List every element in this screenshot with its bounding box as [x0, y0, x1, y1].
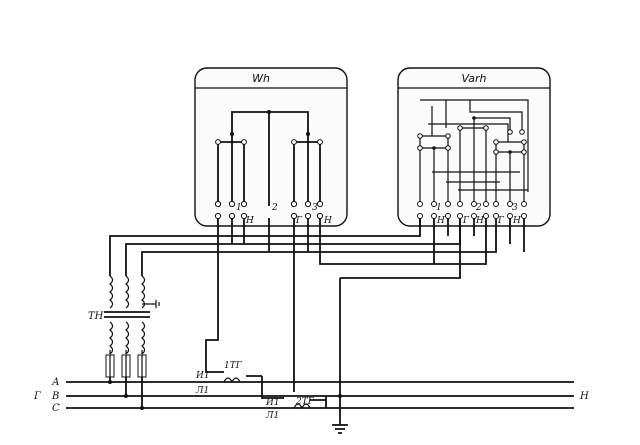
- varh-label-2: 2: [475, 203, 482, 213]
- busbars: А Г В С Н: [33, 377, 589, 414]
- voltage-jumpers-varh: [447, 218, 525, 252]
- varh-coil-2: [459, 117, 511, 206]
- wh-label-n2: Н: [323, 216, 332, 226]
- current-circuit-wires: [205, 218, 461, 425]
- ct2-name: 2ТГ: [295, 397, 315, 407]
- varh-label-g1: Г: [462, 216, 470, 226]
- ct1-primary: Л1: [195, 386, 209, 396]
- ground-lines: [332, 424, 348, 434]
- meter-varh: Varh 1 Н 2 Г Н: [397, 67, 551, 227]
- voltage-wire-n: [319, 218, 487, 265]
- wh-terminals: [214, 110, 324, 220]
- wh-label-g: Г: [295, 216, 303, 226]
- ground-symbol: [332, 424, 348, 434]
- varh-label-n3: Н: [512, 216, 521, 226]
- ct1-secondary: И1: [195, 371, 210, 381]
- varh-label-g2: Г: [497, 216, 505, 226]
- ct1-name: 1ТГ: [224, 361, 243, 371]
- varh-terminals: [417, 116, 527, 219]
- tn-winding-b-bottom: [125, 321, 130, 355]
- meter-wh-title: Wh: [252, 72, 270, 85]
- bus-label-g: Г: [33, 391, 41, 402]
- tn-winding-c-top: [141, 275, 146, 309]
- tn-label: ТН: [88, 311, 104, 322]
- varh-label-1: 1: [436, 203, 442, 213]
- voltage-wire-c: [141, 218, 497, 276]
- ct2-leads: [310, 396, 327, 408]
- tn-winding-a-bottom: [109, 321, 114, 355]
- meter-varh-title: Varh: [461, 72, 486, 85]
- varh-cross-links: [428, 123, 528, 191]
- bus-label-b: В: [51, 391, 59, 402]
- ct1-return: [246, 375, 284, 399]
- tn-ground: [142, 300, 160, 308]
- ct2-coil: [293, 403, 311, 410]
- ct1-coil: [223, 377, 241, 384]
- wh-coil-2-link: [231, 111, 270, 206]
- tn-winding-a-top: [109, 275, 114, 309]
- wh-coil-3: [269, 111, 321, 206]
- return-wire: [339, 218, 461, 425]
- ct2-bus-tap: [338, 394, 342, 398]
- fuse-leads-top: [109, 350, 143, 354]
- ct1-wire-out: [205, 218, 224, 373]
- current-transformer-2: 2ТГ И1 Л1: [265, 394, 342, 421]
- varh-label-3: 3: [512, 203, 518, 213]
- tn-winding-b-top: [125, 275, 130, 309]
- meter-wh-case: [194, 67, 348, 227]
- wh-label-n1: Н: [245, 216, 254, 226]
- bus-label-c: С: [52, 403, 60, 414]
- meter-wh: Wh 1 2 3 Н Г Н: [194, 67, 348, 227]
- voltage-transformer: ТН: [88, 275, 160, 410]
- current-transformer-1: 1ТГ И1 Л1: [195, 361, 243, 396]
- tn-winding-c-bottom: [141, 321, 146, 355]
- varh-internal-top: [420, 99, 529, 192]
- wh-label-2: 2: [271, 203, 278, 213]
- varh-label-n2: Н: [475, 216, 484, 226]
- wh-coil-1: [217, 128, 245, 206]
- bus-label-n: Н: [579, 391, 589, 402]
- ct2-primary: Л1: [265, 411, 279, 421]
- bus-label-a: А: [51, 377, 60, 388]
- wh-label-1: 1: [236, 203, 242, 213]
- wh-label-3: 3: [312, 203, 318, 213]
- ct2-secondary: И1: [265, 398, 280, 408]
- varh-label-n1: Н: [436, 216, 445, 226]
